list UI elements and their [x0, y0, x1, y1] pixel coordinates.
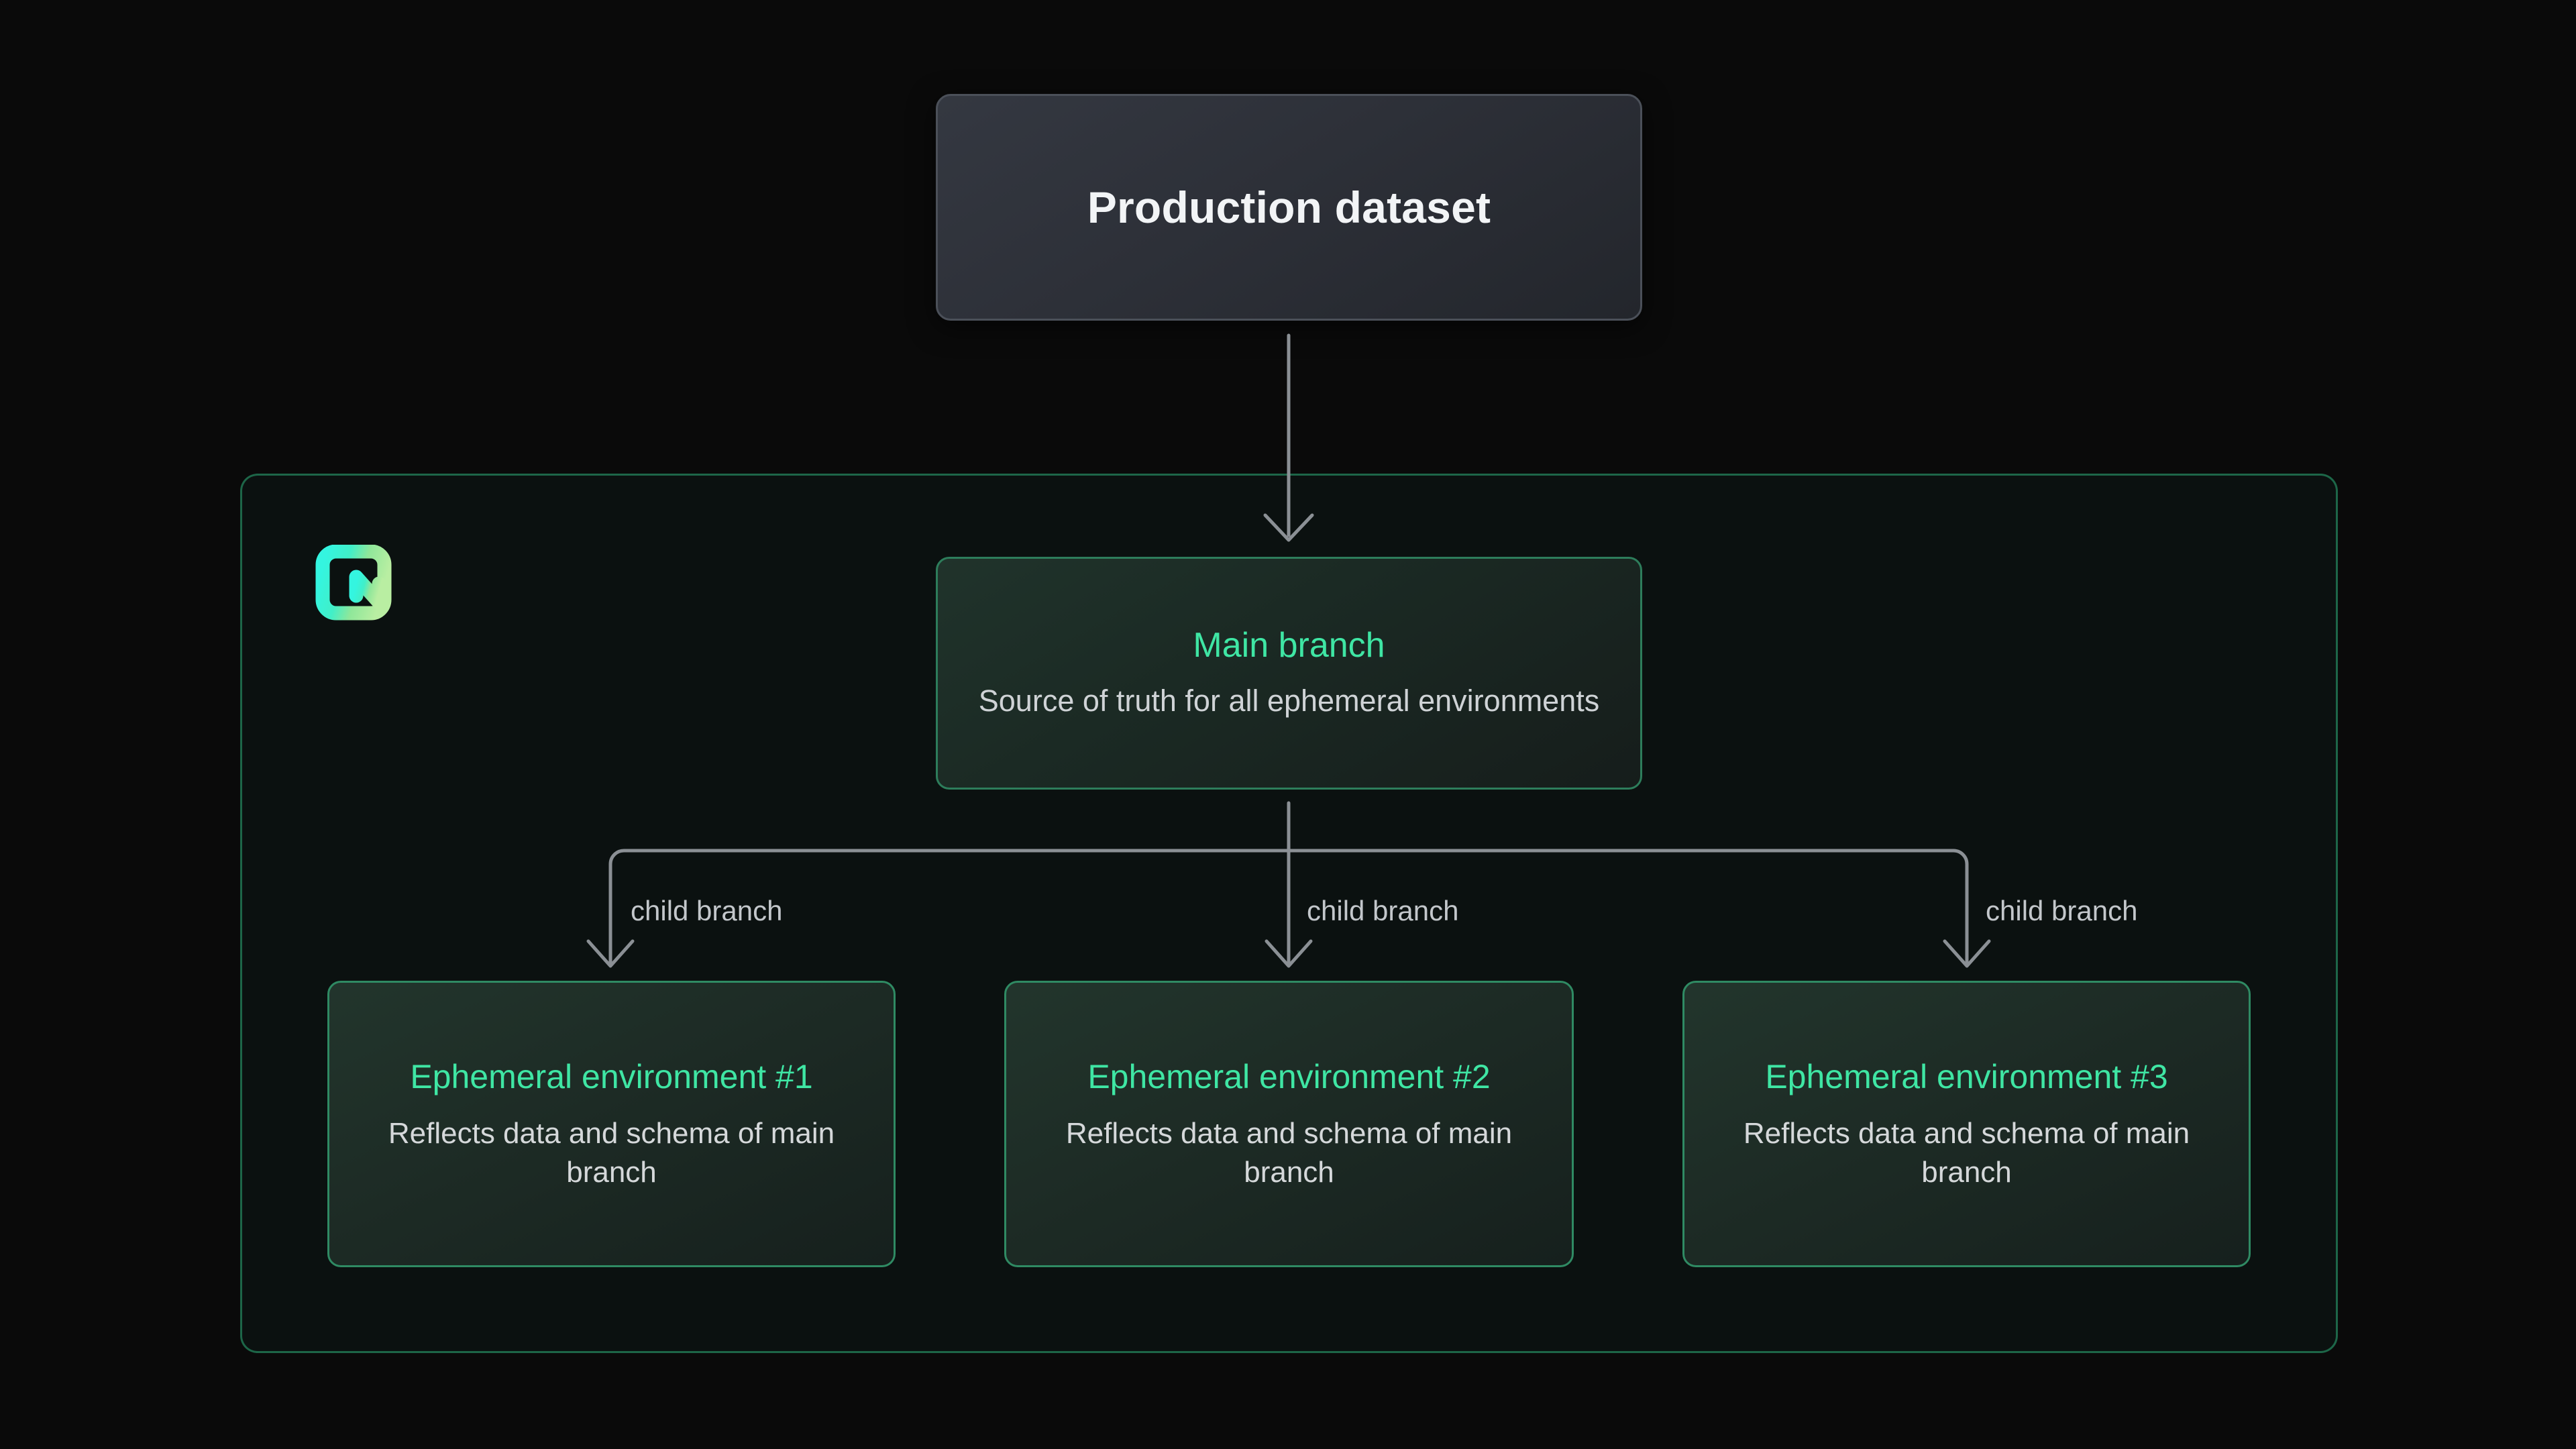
main-branch-subtitle: Source of truth for all ephemeral enviro… [978, 683, 1600, 718]
node-main-branch: Main branch Source of truth for all ephe… [936, 557, 1642, 790]
node-ephemeral-environment-3: Ephemeral environment #3 Reflects data a… [1682, 981, 2251, 1267]
ephemeral-environment-1-subtitle: Reflects data and schema of main branch [388, 1117, 835, 1189]
edge-label-child-branch-1: child branch [631, 895, 783, 926]
production-dataset-title: Production dataset [1087, 182, 1491, 232]
node-production-dataset: Production dataset [936, 94, 1642, 321]
ephemeral-environment-1-title: Ephemeral environment #1 [410, 1058, 813, 1096]
ephemeral-environment-2-subtitle: Reflects data and schema of main branch [1065, 1117, 1513, 1189]
edge-label-child-branch-2: child branch [1307, 895, 1459, 926]
neon-logo-icon [305, 544, 402, 639]
ephemeral-environment-3-title: Ephemeral environment #3 [1765, 1058, 2168, 1096]
node-ephemeral-environment-2: Ephemeral environment #2 Reflects data a… [1004, 981, 1574, 1267]
ephemeral-environment-3-subtitle: Reflects data and schema of main branch [1743, 1117, 2190, 1189]
ephemeral-environment-2-title: Ephemeral environment #2 [1087, 1058, 1491, 1096]
main-branch-title: Main branch [1193, 625, 1385, 665]
edge-label-child-branch-3: child branch [1986, 895, 2138, 926]
node-ephemeral-environment-1: Ephemeral environment #1 Reflects data a… [327, 981, 896, 1267]
